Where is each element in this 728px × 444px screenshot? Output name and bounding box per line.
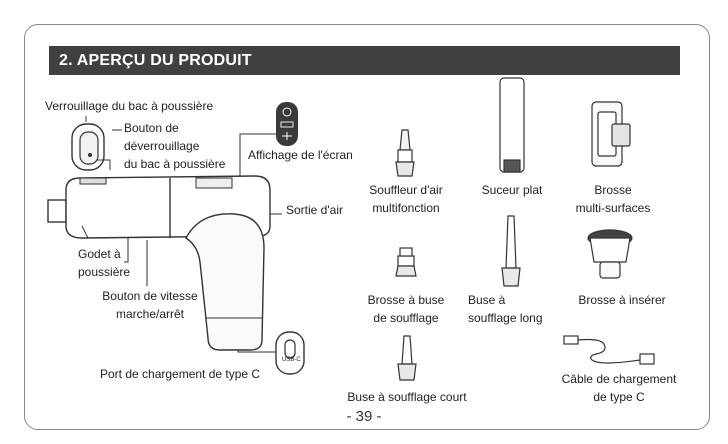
label-charging-port: Port de chargement de type C: [100, 367, 261, 381]
accessory-blow-nozzle-brush-line2: de soufflage: [373, 311, 439, 325]
short-blow-nozzle-icon: [397, 335, 417, 381]
accessory-air-blower-line1: Souffleur d'air: [369, 183, 443, 197]
accessory-short-blow-nozzle-line1: Buse à soufflage court: [347, 390, 467, 404]
label-dust-lock: Verrouillage du bac à poussière: [45, 99, 214, 113]
vacuum-cleaner-body: [47, 175, 271, 351]
accessory-long-blow-nozzle-line2: soufflage long: [468, 311, 543, 325]
label-speed-line1: Bouton de vitesse: [102, 289, 198, 303]
label-unlock-button-line2: déverrouillage: [124, 139, 200, 153]
long-blow-nozzle-icon: [501, 215, 521, 287]
usb-c-badge-text: USB-C: [282, 357, 301, 363]
label-air-outlet: Sortie d'air: [286, 203, 343, 217]
label-screen-display: Affichage de l'écran: [248, 148, 353, 162]
screen-display-icon: [276, 102, 298, 146]
accessory-multi-surface-brush-line1: Brosse: [594, 183, 632, 197]
accessory-charging-cable-line1: Câble de chargement: [561, 372, 677, 386]
accessory-long-blow-nozzle-line1: Buse à: [468, 293, 506, 307]
unlock-button-icon: [71, 123, 105, 171]
section-title: 2. APERÇU DU PRODUIT: [59, 52, 252, 69]
label-unlock-button-line1: Bouton de: [124, 121, 179, 135]
label-speed-line2: marche/arrêt: [115, 307, 185, 321]
flat-nozzle-icon: [499, 77, 525, 173]
charging-cable-icon: [563, 335, 655, 365]
accessory-blow-nozzle-brush-line1: Brosse à buse: [367, 293, 445, 307]
accessory-air-blower-line2: multifonction: [372, 201, 440, 215]
insert-brush-icon: [587, 229, 633, 279]
page-frame: [24, 24, 710, 430]
blow-nozzle-brush-icon: [395, 247, 417, 277]
usb-c-port-icon: [275, 331, 305, 375]
accessory-multi-surface-brush-line2: multi-surfaces: [575, 201, 651, 215]
air-blower-icon: [395, 129, 415, 177]
label-unlock-button-line3: du bac à poussière: [124, 157, 226, 171]
page-number: - 39 -: [346, 408, 382, 425]
accessory-insert-brush-line1: Brosse à insérer: [578, 293, 666, 307]
multi-surface-brush-icon: [591, 101, 631, 167]
accessory-charging-cable-line2: de type C: [593, 390, 645, 404]
label-cup-line2: poussière: [78, 265, 131, 279]
accessory-flat-nozzle-line1: Suceur plat: [481, 183, 543, 197]
section-title-bar: 2. APERÇU DU PRODUIT: [49, 46, 680, 75]
label-cup-line1: Godet à: [78, 247, 121, 261]
